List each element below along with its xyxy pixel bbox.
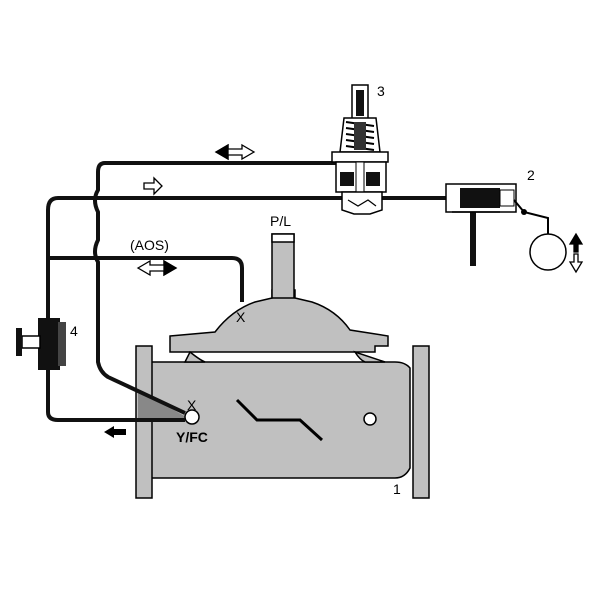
right-flange [412,345,430,499]
pipe-cock-down [46,370,185,422]
arrow-left-icon [104,426,126,438]
bonnet-stem [271,233,295,299]
right-port [363,412,377,426]
pilot-valve [331,84,389,215]
aos-label: (AOS) [130,237,169,253]
stem-cap [271,233,295,243]
float-number-label: 2 [527,167,535,183]
pipe-float-supply [46,196,460,318]
needle-valve-body [38,318,60,370]
bonnet-lip-left [183,350,206,363]
pipe-aos [48,256,244,302]
outline-arrow-right-icon [143,176,163,196]
float-arm [513,199,549,236]
x-top-label: X [236,309,246,325]
pilot-piping [46,161,460,422]
valve-seat [235,398,324,442]
x-port-label: X [187,397,197,413]
valve-bonnet [169,289,389,353]
cock-number-label: 4 [70,323,78,339]
bonnet-lip-right [353,350,386,363]
pipe-pilot-to-body [93,161,340,415]
float-ball [529,233,567,271]
main-valve [135,233,430,499]
pilot-diaphragm [331,151,389,163]
bidirectional-arrow-icon [136,259,178,277]
pl-label: P/L [270,213,291,229]
bidirectional-arrow-icon [214,143,256,161]
needle-valve-handle [16,328,22,356]
up-down-arrow-icon [568,232,584,274]
float-standpipe [470,212,476,266]
yfc-label: Y/FC [176,429,208,445]
yfc-port [184,409,200,425]
pilot-number-label: 3 [377,83,385,99]
float-pilot [445,183,567,271]
valve-number-label: 1 [393,481,401,497]
needle-valve [16,318,66,370]
